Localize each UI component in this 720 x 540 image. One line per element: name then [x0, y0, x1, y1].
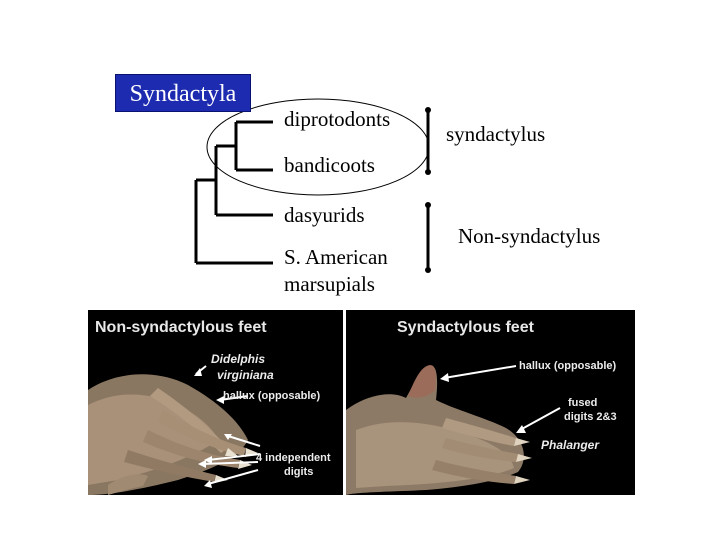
- bracket-dot: [425, 267, 431, 273]
- taxon-diprotodonts: diprotodonts: [284, 107, 391, 131]
- fused-label: fused: [568, 397, 598, 409]
- independent-digits-label-2: digits: [284, 466, 314, 478]
- taxon-marsupials: marsupials: [284, 272, 375, 296]
- syndactyla-label: Syndactyla: [115, 74, 251, 112]
- taxon-bandicoots: bandicoots: [284, 153, 375, 177]
- species-phalanger: Phalanger: [541, 438, 600, 452]
- non-syndactylous-photo: Non-syndactylous feet Didelphis virginia…: [88, 310, 343, 495]
- fused-digits-label: digits 2&3: [564, 411, 617, 423]
- non-syndactylous-title: Non-syndactylous feet: [95, 319, 267, 336]
- taxon-s-american: S. American: [284, 245, 388, 269]
- syndactyl-group-label: syndactylus: [446, 122, 546, 146]
- syndactylous-photo: Syndactylous feet hallux (opposable) fus…: [346, 310, 635, 495]
- bracket-dot: [425, 202, 431, 208]
- phalanger-foot-illustration: [346, 365, 561, 495]
- bracket-dot: [425, 107, 431, 113]
- hallux-opposable-label: hallux (opposable): [223, 390, 321, 402]
- non-syndactyl-group-label: Non-syndactylus: [458, 224, 601, 248]
- opossum-foot-illustration: [88, 365, 261, 495]
- hallux-opposable-label: hallux (opposable): [519, 360, 617, 372]
- species-virginiana: virginiana: [217, 368, 274, 382]
- bracket-dot: [425, 169, 431, 175]
- taxon-dasyurids: dasyurids: [284, 203, 365, 227]
- syndactylous-title: Syndactylous feet: [397, 319, 534, 336]
- independent-digits-label: 4 independent: [256, 452, 331, 464]
- species-didelphis: Didelphis: [211, 352, 266, 366]
